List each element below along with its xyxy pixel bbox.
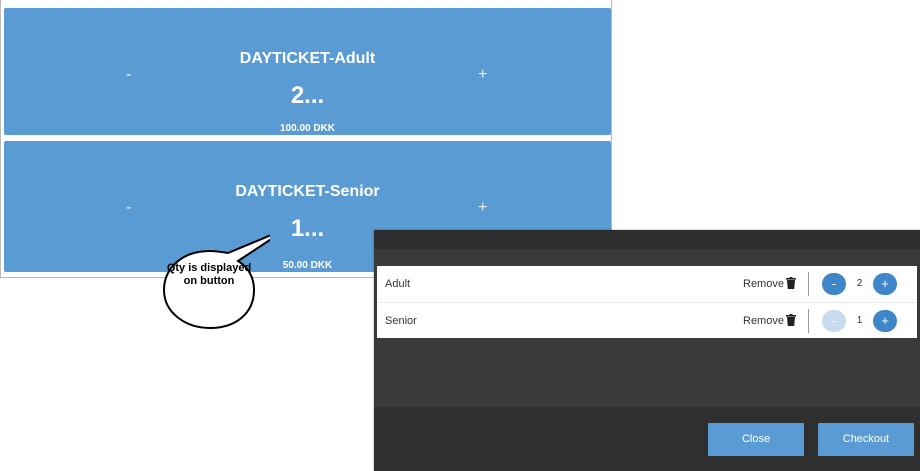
callout-text: Qty is displayed on button: [166, 262, 252, 287]
cart-row-adult: Adult Remove - 2 +: [377, 266, 917, 302]
ticket-price: 100.00 DKK: [279, 123, 336, 134]
ticket-decrement[interactable]: -: [126, 66, 132, 83]
cart-list: Adult Remove - 2 + Senior Remove - 1 +: [377, 266, 917, 338]
qty-value: 2: [856, 278, 863, 289]
ticket-name: DAYTICKET-Adult: [239, 50, 376, 67]
cart-modal: Adult Remove - 2 + Senior Remove - 1 +: [374, 230, 920, 471]
ticket-qty: 1...: [290, 215, 325, 242]
modal-header: [374, 230, 920, 249]
qty-increment-button[interactable]: +: [873, 310, 897, 332]
remove-link[interactable]: Remove: [743, 278, 784, 290]
cart-item-label: Senior: [385, 315, 417, 327]
row-divider: [808, 272, 809, 296]
trash-icon[interactable]: [786, 277, 796, 289]
ticket-qty: 2...: [290, 82, 325, 109]
ticket-button-adult[interactable]: - DAYTICKET-Adult 2... + 100.00 DKK: [4, 8, 611, 135]
ticket-increment[interactable]: +: [478, 199, 488, 216]
qty-value: 1: [856, 315, 863, 326]
ticket-decrement[interactable]: -: [126, 199, 132, 216]
row-divider: [808, 309, 809, 333]
trash-icon[interactable]: [786, 314, 796, 326]
ticket-price: 50.00 DKK: [282, 260, 333, 271]
checkout-button[interactable]: Checkout: [818, 423, 914, 456]
qty-decrement-button[interactable]: -: [822, 310, 846, 332]
ticket-increment[interactable]: +: [478, 66, 488, 83]
speech-bubble-icon: [162, 234, 270, 330]
qty-decrement-button[interactable]: -: [822, 273, 846, 295]
cart-row-senior: Senior Remove - 1 +: [377, 302, 917, 338]
qty-increment-button[interactable]: +: [873, 273, 897, 295]
cart-item-label: Adult: [385, 278, 411, 290]
ticket-name: DAYTICKET-Senior: [235, 183, 380, 200]
callout-bubble: Qty is displayed on button: [150, 225, 270, 335]
ticket-panel: - DAYTICKET-Adult 2... + 100.00 DKK - DA…: [0, 0, 612, 278]
close-button[interactable]: Close: [708, 423, 804, 456]
remove-link[interactable]: Remove: [743, 315, 784, 327]
